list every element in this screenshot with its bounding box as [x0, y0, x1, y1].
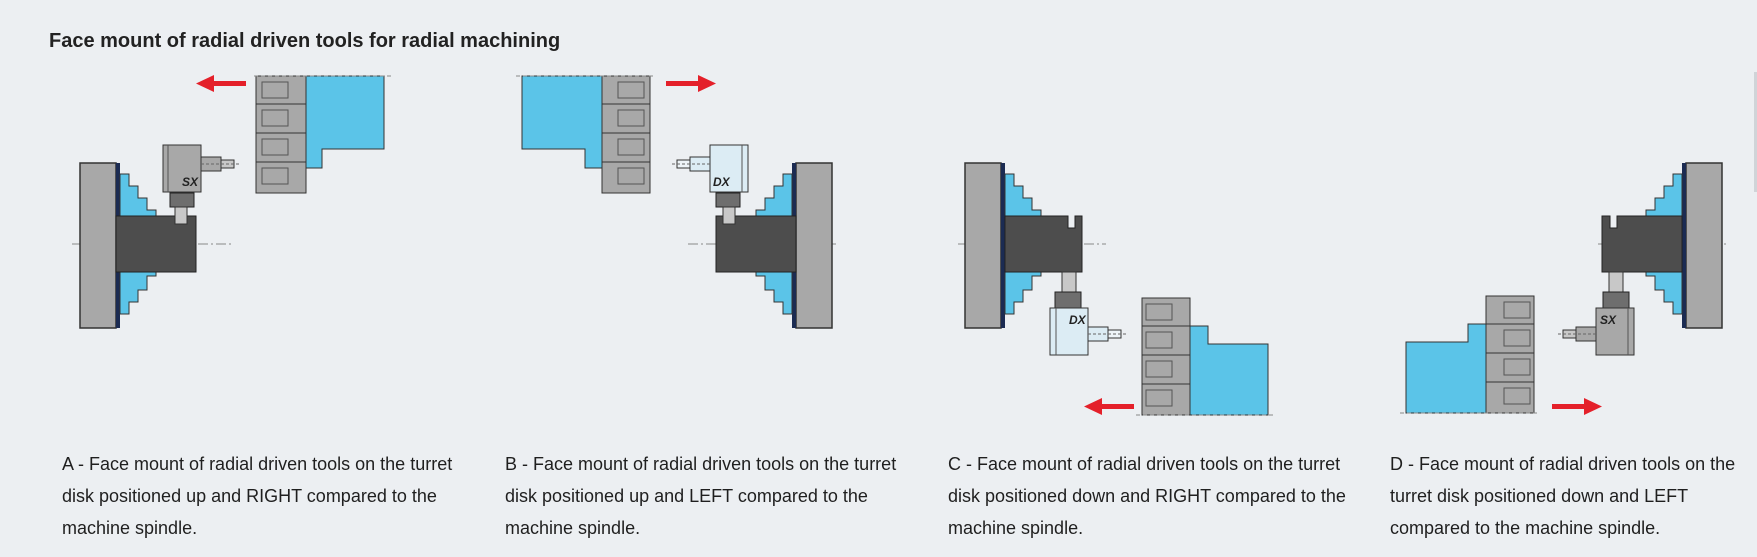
- panel-d-diagram: SX: [1400, 162, 1726, 415]
- turret-disk: [521, 75, 603, 169]
- turret-blocks: [1141, 297, 1191, 416]
- direction-arrow-right: [1552, 398, 1602, 415]
- panel-c-diagram: DX: [958, 162, 1276, 416]
- direction-arrow-right: [666, 75, 716, 92]
- caption-d: D - Face mount of radial driven tools on…: [1390, 454, 1736, 538]
- scrollbar[interactable]: [1754, 72, 1757, 192]
- turret-blocks: [601, 75, 651, 194]
- workpiece: [115, 215, 197, 273]
- direction-arrow-left: [1084, 398, 1134, 415]
- tool-label: DX: [713, 175, 731, 189]
- turret-blocks: [255, 75, 307, 194]
- turret-disk: [1189, 325, 1269, 416]
- spindle-plate: [795, 162, 833, 329]
- tool-label: SX: [182, 175, 199, 189]
- turret-disk: [305, 75, 385, 169]
- direction-arrow-left: [196, 75, 246, 92]
- panel-b-diagram: DX: [516, 75, 836, 329]
- caption-b: B - Face mount of radial driven tools on…: [505, 454, 897, 538]
- caption-a: A - Face mount of radial driven tools on…: [62, 454, 453, 538]
- workpiece: [1601, 215, 1683, 273]
- spindle-plate: [1685, 162, 1723, 329]
- turret-disk: [1405, 323, 1487, 414]
- tool-label: SX: [1600, 313, 1617, 327]
- spindle-plate: [964, 162, 1002, 329]
- page-title: Face mount of radial driven tools for ra…: [49, 30, 561, 52]
- workpiece: [715, 215, 797, 273]
- turret-blocks: [1485, 295, 1535, 414]
- caption-c: C - Face mount of radial driven tools on…: [948, 454, 1346, 538]
- machining-diagram: SX: [72, 75, 1726, 416]
- panel-a-diagram: SX: [72, 75, 392, 329]
- workpiece: [1004, 215, 1083, 273]
- spindle-plate: [79, 162, 117, 329]
- tool-label: DX: [1069, 313, 1087, 327]
